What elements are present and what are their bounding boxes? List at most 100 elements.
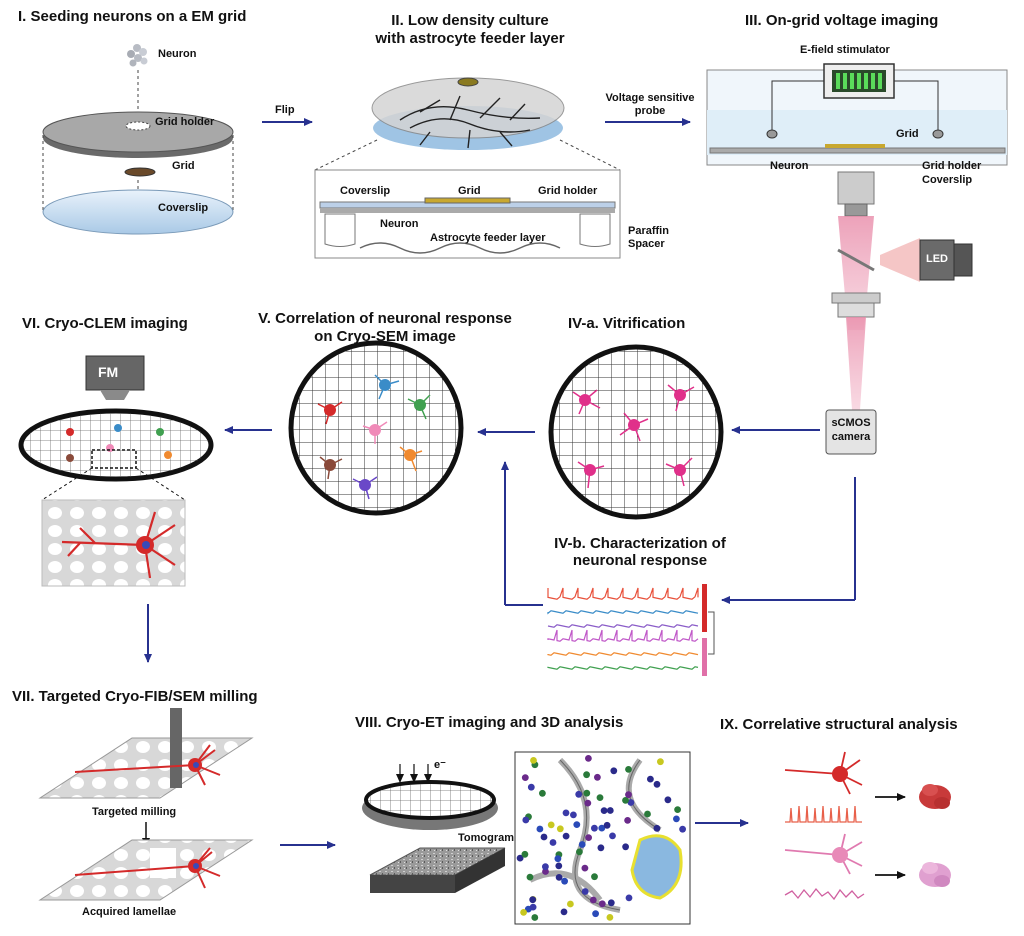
vesicle-dot <box>531 914 539 921</box>
vesicle-dot <box>554 855 562 863</box>
voltage-trace <box>547 624 699 628</box>
led-source-icon <box>880 238 973 282</box>
camera-label-line1: sCMOS <box>831 417 871 429</box>
panel-3-title: III. On-grid voltage imaging <box>745 12 939 29</box>
vesicle-dot <box>625 766 632 773</box>
panel-8-title: VIII. Cryo-ET imaging and 3D analysis <box>355 714 624 731</box>
voltage-trace <box>547 587 699 600</box>
spacer-label: Spacer <box>628 238 665 250</box>
vesicle-dot <box>606 914 614 921</box>
vesicle-dot <box>573 821 581 828</box>
vesicle-dot <box>516 854 524 862</box>
probe-label-line2: probe <box>634 105 666 117</box>
vesicle-dot <box>583 771 590 779</box>
vesicle-dot <box>556 825 564 833</box>
vesicle-dot <box>594 773 601 781</box>
grid-label: Grid <box>172 160 195 172</box>
led-label: LED <box>926 253 948 265</box>
vesicle-dot <box>581 864 589 872</box>
vesicle-dot <box>521 774 529 781</box>
vesicle-dot <box>526 873 534 881</box>
vesicle-dot <box>653 824 661 832</box>
vesicle-dot <box>549 839 557 846</box>
panel-9-title: IX. Correlative structural analysis <box>720 716 958 733</box>
fm-label: FM <box>98 364 119 380</box>
vesicle-dot <box>598 824 606 832</box>
red-protein-icon <box>919 784 951 809</box>
voltage-trace <box>547 629 699 642</box>
coverslip-label-3: Coverslip <box>922 174 973 186</box>
camera-box <box>825 409 877 455</box>
vesicle-dot <box>679 825 686 833</box>
neuron-label-3: Neuron <box>770 160 809 172</box>
vesicle-dot <box>584 799 592 807</box>
vesicle-dot <box>653 780 661 788</box>
vesicle-dot <box>596 794 604 801</box>
vesicle-dot <box>536 825 544 833</box>
panel-7-milling <box>38 708 254 901</box>
coverslip-disk <box>42 189 234 235</box>
coverslip-label-2: Coverslip <box>340 185 391 197</box>
neuron-label-2: Neuron <box>380 218 419 230</box>
vesicle-dot <box>589 896 597 904</box>
astrocyte-network <box>399 95 541 149</box>
vesicle-dot <box>647 775 654 783</box>
flip-label: Flip <box>275 104 295 116</box>
vesicle-dot <box>529 896 537 904</box>
panel-2-title-line2: with astrocyte feeder layer <box>375 30 565 47</box>
panel-4b-title-line2: neuronal response <box>572 552 708 569</box>
grid-label-2: Grid <box>458 185 481 197</box>
organelle-yellow-outline <box>630 834 683 900</box>
panel-4a-title: IV-a. Vitrification <box>568 315 686 332</box>
astrocyte-label: Astrocyte feeder layer <box>430 232 546 244</box>
panel-5-title-line2: on Cryo-SEM image <box>314 328 456 345</box>
red-bar <box>702 584 707 632</box>
vesicle-dot <box>597 844 605 852</box>
grid-holder-label-2: Grid holder <box>538 185 598 197</box>
vesicle-dot <box>521 850 529 858</box>
tube-lens <box>831 292 881 318</box>
vesicle-dot <box>540 833 548 841</box>
vesicle-dot <box>527 783 535 791</box>
vesicle-dot <box>555 862 563 870</box>
vesicle-dot <box>585 834 592 841</box>
voltage-trace <box>547 666 699 670</box>
panel-1-seeding <box>42 44 234 235</box>
voltage-trace <box>547 610 699 615</box>
tomogram-label: Tomogram <box>458 832 515 844</box>
vesicle-dot <box>622 843 629 851</box>
fib-beam <box>170 708 182 788</box>
panel-1-title: I. Seeding neurons on a EM grid <box>18 8 247 25</box>
objective-lens <box>837 171 875 217</box>
vesicle-dot <box>644 810 651 818</box>
panel-6-cryo-clem <box>18 355 214 587</box>
tomogram-slab <box>369 847 506 893</box>
acquired-lamellae-label: Acquired lamellae <box>82 906 177 918</box>
vesicle-dot <box>570 811 577 819</box>
vesicle-dot <box>624 817 631 824</box>
vesicle-dot <box>562 809 570 817</box>
panel-5-title-line1: V. Correlation of neuronal response <box>258 310 512 327</box>
vesicle-dot <box>561 877 568 885</box>
vesicle-dot <box>610 767 618 775</box>
vesicle-dot <box>625 791 632 799</box>
grid-holder-label: Grid holder <box>155 116 215 128</box>
vesicle-dot <box>674 806 681 813</box>
red-spike-trace <box>785 805 862 823</box>
vesicle-dot <box>591 824 598 832</box>
panel-8-cryo-et <box>362 751 691 925</box>
neuron-cluster-icon <box>127 44 148 67</box>
vesicle-dot <box>520 909 527 916</box>
vesicle-dot <box>547 821 555 829</box>
vesicle-dot <box>581 888 589 895</box>
probe-label-line1: Voltage sensitive <box>605 92 695 104</box>
paraffin-label: Paraffin <box>628 225 669 237</box>
grid-holder-disk <box>42 111 234 158</box>
vesicle-dot <box>600 807 608 814</box>
vesicle-dot <box>592 910 599 918</box>
vesicle-dot <box>522 816 530 824</box>
fm-objective-icon <box>85 355 145 391</box>
vesicle-dot <box>555 874 563 881</box>
vesicle-dot <box>657 758 664 766</box>
vesicle-dot <box>603 821 611 829</box>
